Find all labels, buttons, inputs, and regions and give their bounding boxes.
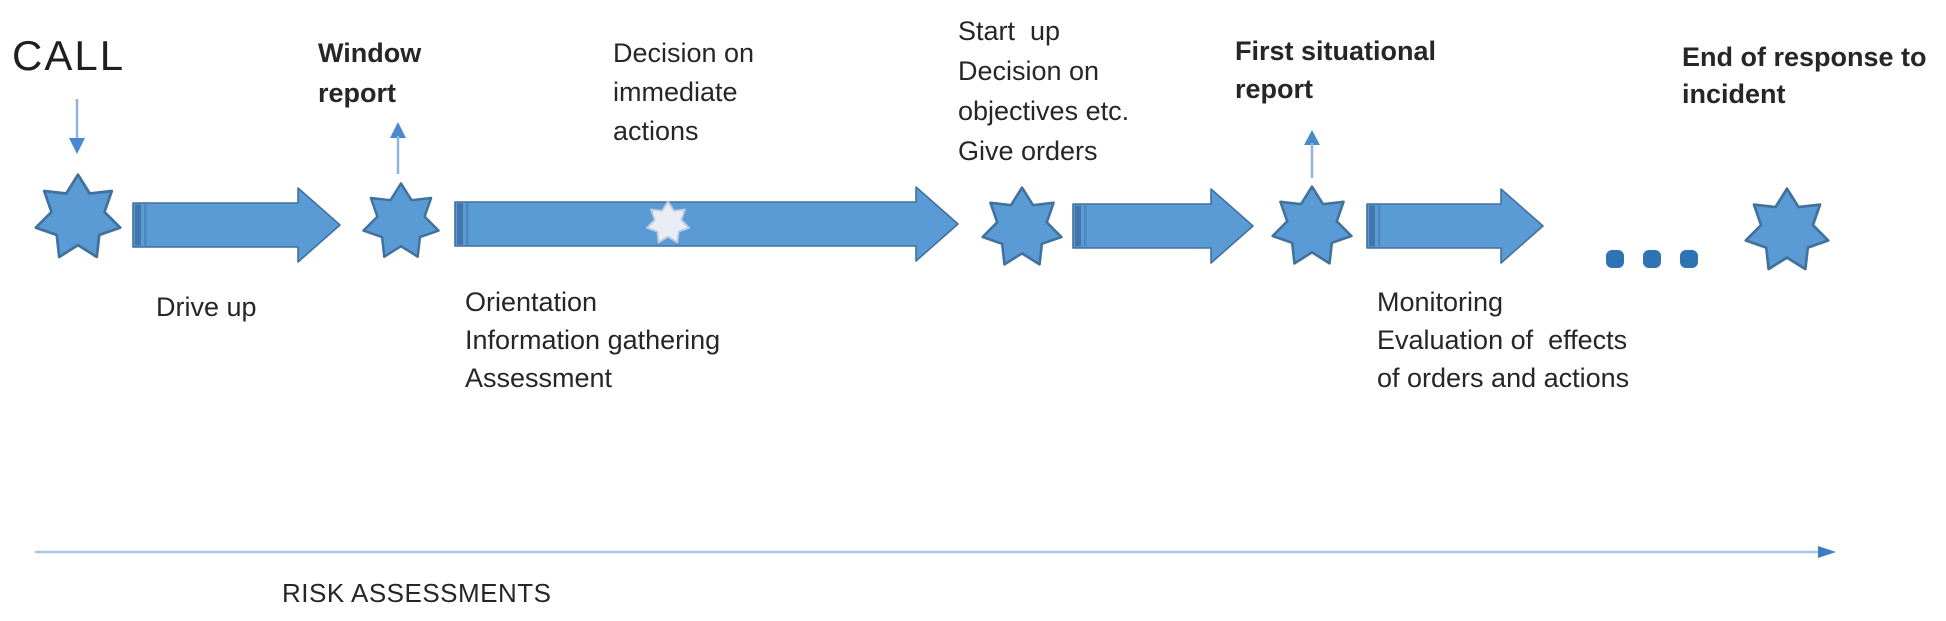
ellipsis-dot (1680, 250, 1698, 268)
start-up-star-icon (981, 186, 1063, 266)
post-orders-arrow (1072, 188, 1254, 264)
monitoring-label: Monitoring Evaluation of effects of orde… (1377, 287, 1630, 393)
ellipsis-dots (1606, 250, 1698, 268)
mini-event-star-icon (646, 200, 690, 244)
monitoring-arrow (1366, 188, 1544, 264)
window-report-label: Window report (318, 38, 422, 108)
decision-immediate-label: Decision on immediate actions (613, 38, 755, 146)
start-up-label: Start up Decision on objectives etc. Giv… (958, 16, 1130, 166)
window-report-star-icon (362, 182, 440, 258)
ellipsis-dot (1643, 250, 1661, 268)
ellipsis-dot (1606, 250, 1624, 268)
orientation-label: Orientation Information gathering Assess… (465, 287, 721, 393)
risk-assessments-label: RISK ASSESSMENTS (282, 578, 552, 608)
first-situational-report-label: First situational report (1235, 36, 1437, 104)
call-label: CALL (12, 32, 126, 79)
drive-up-label: Drive up (156, 292, 257, 322)
window-report-up-arrow-icon (390, 122, 406, 174)
situational-report-up-arrow-icon (1304, 130, 1320, 178)
call-star-icon (34, 173, 122, 259)
call-down-arrow-icon (69, 99, 85, 154)
orientation-arrow (454, 186, 959, 262)
drive-up-arrow (132, 187, 341, 263)
end-of-response-star-icon (1744, 187, 1830, 271)
risk-assessments-timeline-arrow (35, 546, 1836, 558)
first-situational-star-icon (1271, 185, 1353, 265)
end-of-response-label: End of response to incident (1682, 42, 1927, 109)
